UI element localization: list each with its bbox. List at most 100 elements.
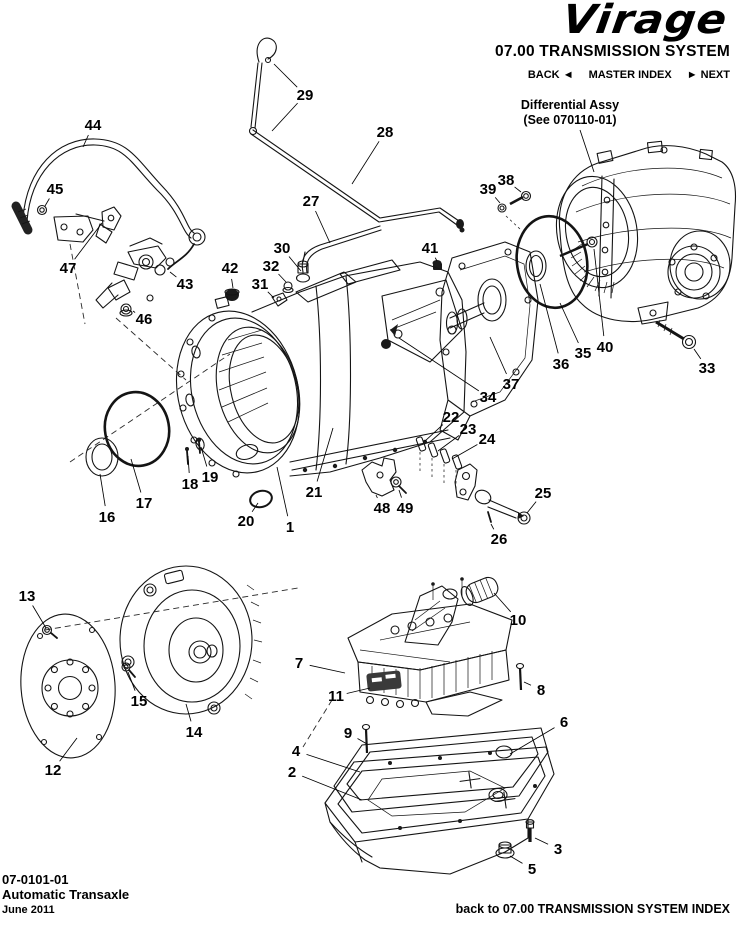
bolt-8-drawing — [515, 662, 525, 691]
callout-43-leader — [169, 271, 177, 278]
o-ring-35-drawing — [515, 214, 589, 310]
differential-assy-label[interactable]: Differential Assy (See 070110-01) — [521, 98, 619, 173]
callout-11: 11 — [328, 688, 344, 705]
callout-33: 33 — [699, 360, 716, 377]
callout-1-leader — [276, 466, 289, 517]
callout-31: 31 — [252, 276, 269, 293]
callout-36-leader — [539, 283, 559, 354]
callout-5: 5 — [528, 861, 536, 878]
doc-title: Automatic Transaxle — [2, 887, 130, 902]
callout-21-leader — [316, 427, 334, 482]
brand-logo: Virage — [559, 0, 731, 43]
callout-25-leader — [526, 501, 537, 514]
callout-30-leader — [288, 256, 302, 272]
nut-46-drawing — [119, 303, 133, 317]
nav-master-index-link[interactable]: MASTER INDEX — [588, 69, 672, 81]
callout-27-leader — [315, 210, 331, 244]
callout-7: 7 — [295, 655, 303, 672]
pins-18-19-drawing — [185, 438, 201, 465]
next-arrow-icon: ► — [686, 69, 698, 81]
callout-39: 39 — [480, 181, 497, 198]
nav-back-link[interactable]: BACK ◄ — [527, 69, 574, 81]
callout-48-leader — [375, 494, 378, 499]
callout-6: 6 — [560, 714, 568, 731]
callout-4: 4 — [292, 743, 301, 760]
callout-5-leader — [509, 855, 523, 864]
callout-23-leader — [437, 435, 460, 452]
callout-45-leader — [44, 198, 50, 207]
callout-47: 47 — [60, 260, 77, 277]
callout-41: 41 — [422, 240, 439, 257]
callout-40: 40 — [597, 339, 614, 356]
callout-37: 37 — [503, 376, 520, 393]
callout-46-leader — [132, 310, 136, 313]
detent-lever-25-26-drawing — [454, 463, 531, 525]
seal-16-drawing — [85, 437, 119, 477]
differential-assy-label-line1: Differential Assy — [521, 98, 619, 112]
tube-fitting-30-drawing — [295, 251, 311, 283]
callout-28-leader — [351, 141, 380, 185]
back-arrow-icon: ◄ — [562, 69, 574, 81]
callout-40-leader — [593, 248, 605, 337]
transaxle-case-1-drawing — [175, 259, 467, 478]
callout-28: 28 — [377, 124, 394, 141]
callout-37-leader — [489, 336, 507, 375]
callout-22-leader — [424, 424, 444, 442]
bolt-9-drawing — [361, 723, 371, 754]
bolt-3-drawing — [525, 819, 535, 842]
callout-34-leader — [398, 337, 480, 392]
callout-38: 38 — [498, 172, 515, 189]
callout-33-leader — [693, 348, 702, 360]
construction-lines — [44, 215, 521, 748]
callout-7-leader — [309, 664, 346, 674]
callout-19: 19 — [202, 469, 219, 486]
doc-number: 07-0101-01 — [2, 872, 69, 887]
callout-19-leader — [200, 446, 208, 467]
cooler-tube-27-drawing — [301, 225, 382, 274]
callout-22: 22 — [443, 409, 460, 426]
callout-2-leader — [302, 775, 363, 801]
seal-36-drawing — [525, 250, 547, 282]
bolt-13-drawing — [41, 624, 58, 639]
callout-44: 44 — [85, 117, 102, 134]
differential-assy-drawing — [555, 140, 737, 325]
pump-plate-37-drawing — [439, 241, 539, 441]
callout-46: 46 — [136, 311, 153, 328]
bolt-33-drawing — [655, 319, 697, 350]
bolt-38-drawing — [509, 190, 532, 206]
index-back-link[interactable]: back to 07.00 TRANSMISSION SYSTEM INDEX — [455, 902, 730, 916]
oil-pan-2-drawing — [324, 746, 555, 875]
callout-14-leader — [185, 703, 192, 722]
lever-assembly-43-drawing — [95, 237, 175, 309]
callout-3-leader — [534, 837, 549, 845]
callout-35: 35 — [575, 345, 592, 362]
callout-9-leader — [357, 738, 368, 745]
callout-25: 25 — [535, 485, 552, 502]
callout-6-leader — [509, 727, 555, 755]
callout-4-leader — [306, 753, 361, 773]
seal-6-drawing — [495, 745, 513, 759]
nav-next-link[interactable]: ► NEXT — [686, 69, 730, 81]
callout-16: 16 — [99, 509, 116, 526]
page-title: 07.00 TRANSMISSION SYSTEM — [495, 43, 730, 60]
callout-21: 21 — [306, 484, 323, 501]
callout-2: 2 — [288, 764, 296, 781]
plug-42-drawing — [224, 288, 240, 301]
nut-45-drawing — [36, 204, 48, 216]
callout-34: 34 — [480, 389, 497, 406]
plug-20-drawing — [249, 489, 273, 509]
header-nav: BACK ◄ MASTER INDEX ► NEXT — [495, 69, 730, 81]
callout-43: 43 — [177, 276, 194, 293]
cooler-tube-29-drawing — [248, 37, 277, 136]
callout-8-leader — [523, 681, 532, 686]
callout-14: 14 — [186, 724, 203, 741]
callout-26: 26 — [491, 531, 508, 548]
callout-30: 30 — [274, 240, 291, 257]
breather-filter-10-drawing — [460, 576, 499, 607]
differential-assy-label-line2: (See 070110-01) — [523, 113, 616, 127]
selector-cable-44-drawing — [11, 138, 206, 270]
callout-44-leader — [82, 134, 89, 148]
callout-36: 36 — [553, 356, 570, 373]
